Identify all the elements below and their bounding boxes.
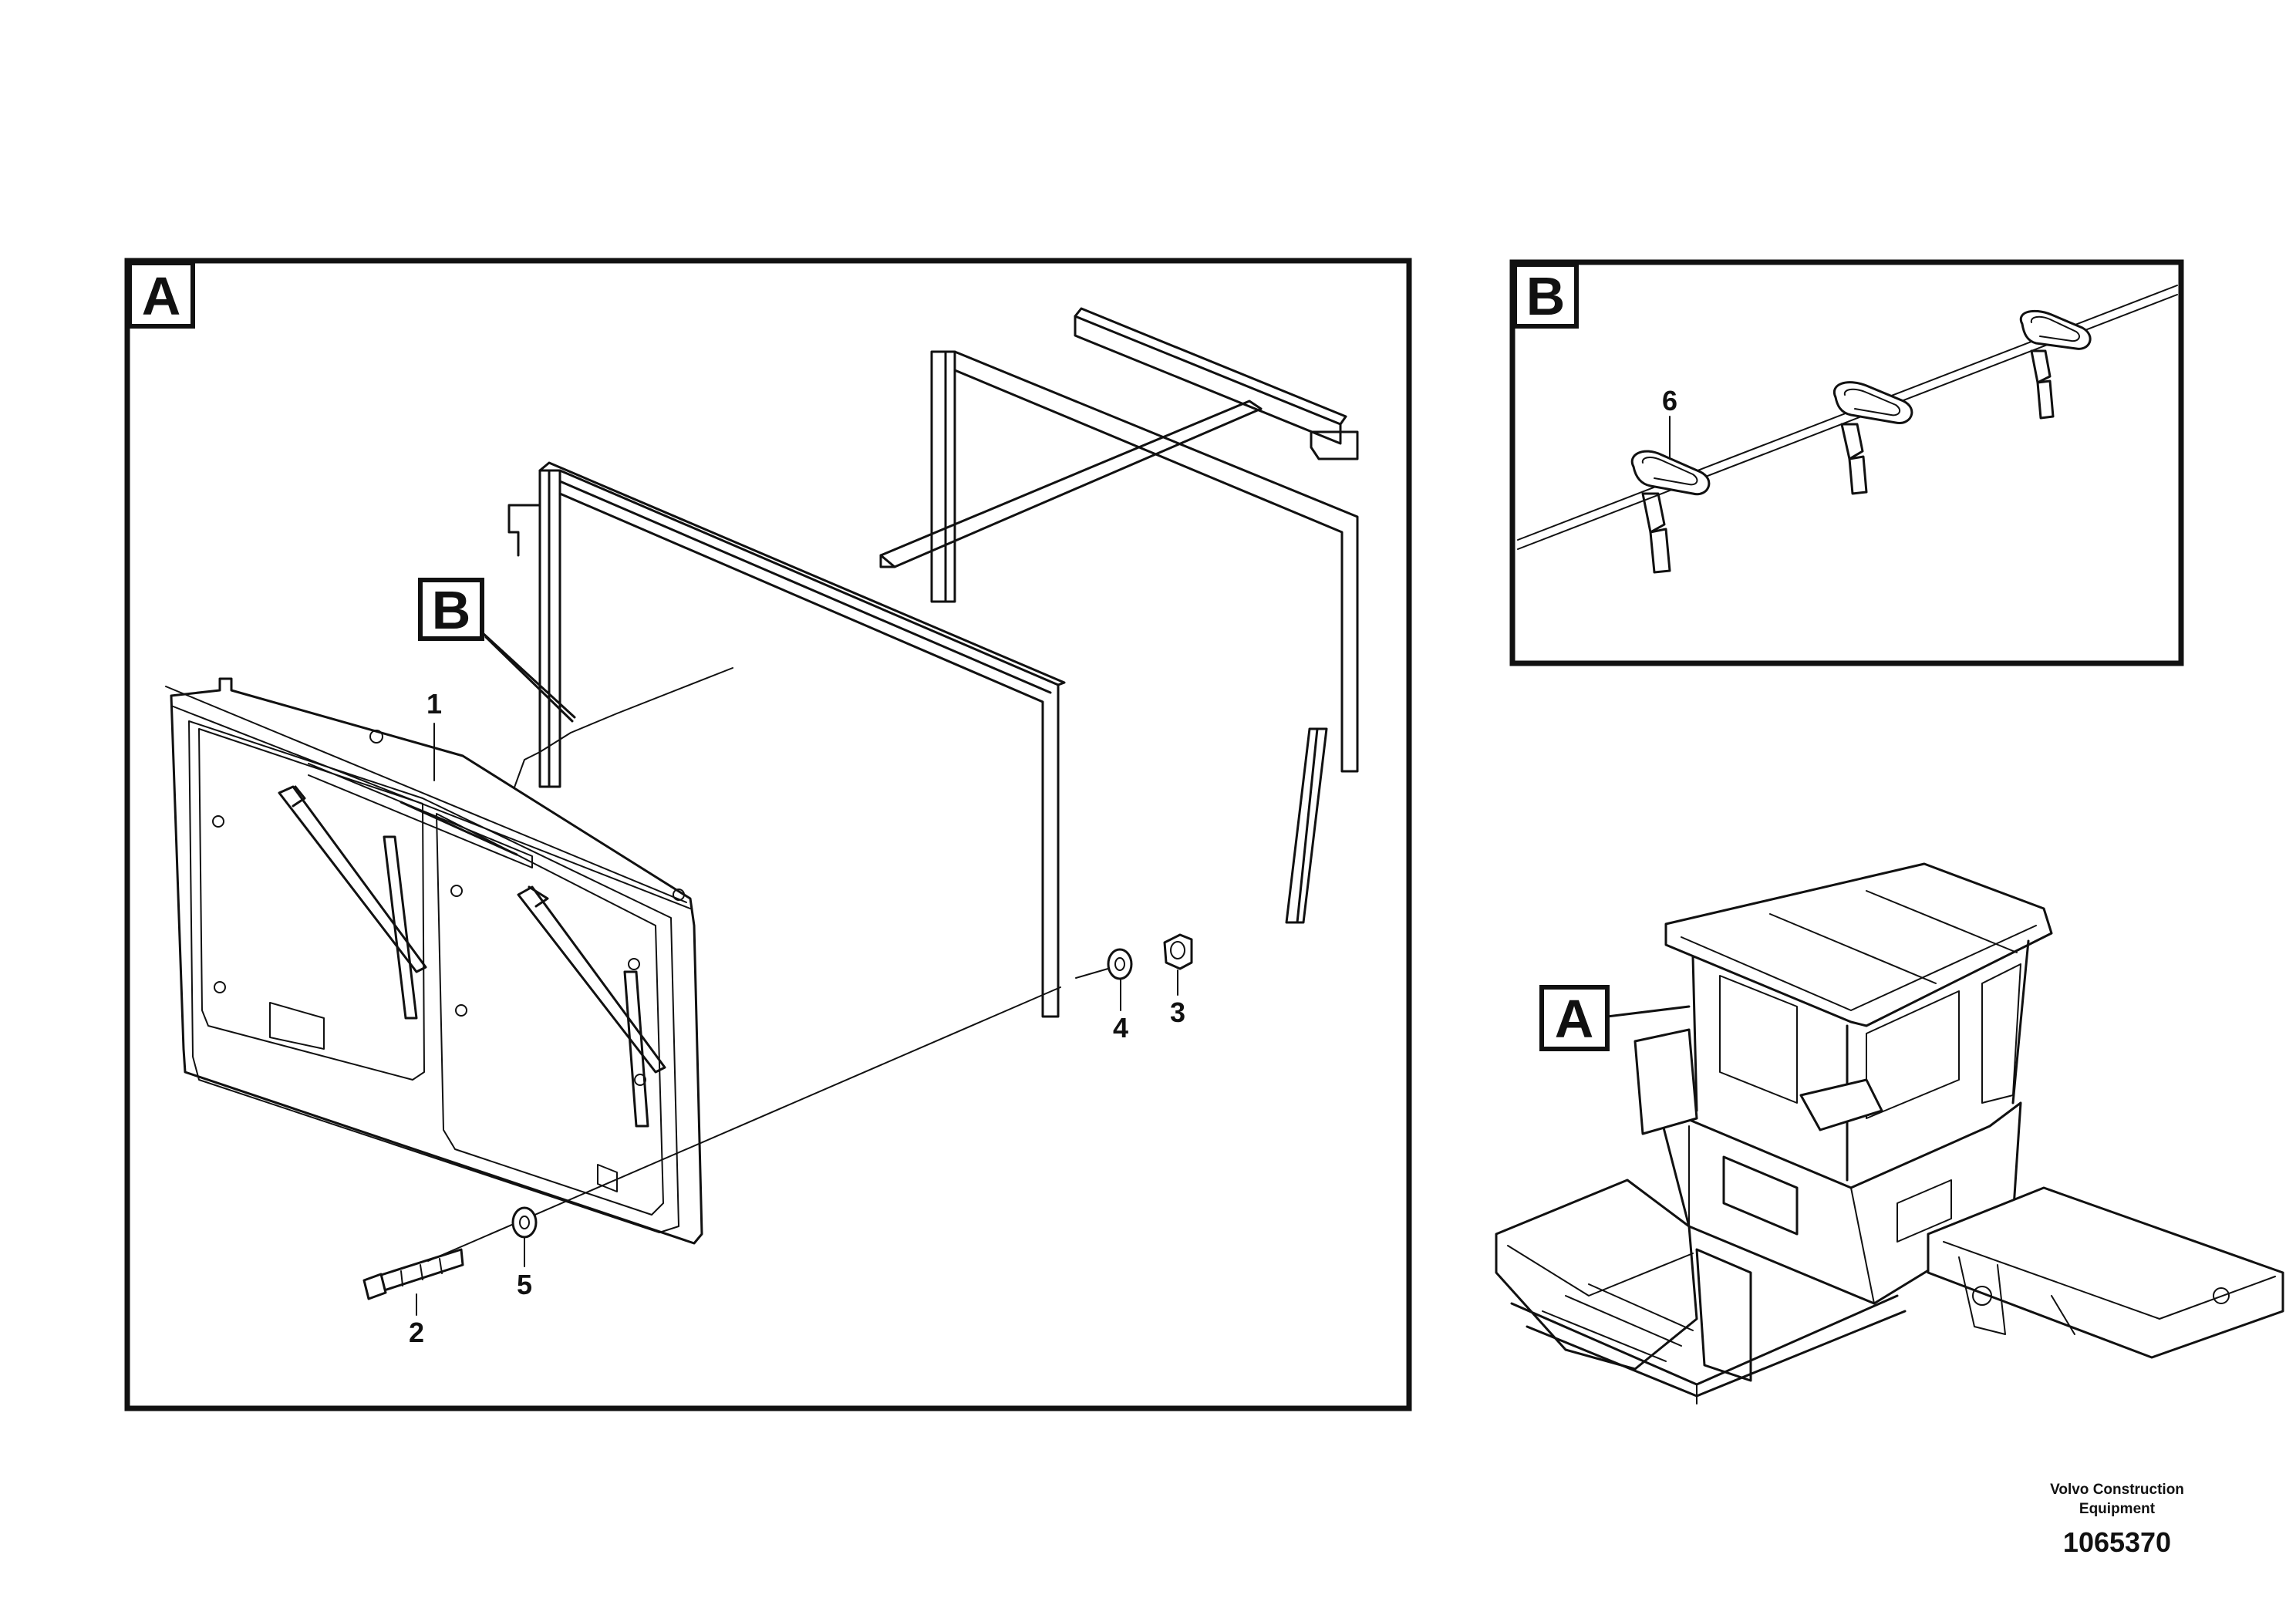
callout-5: 5 [517, 1269, 532, 1300]
title-block: Volvo Construction Equipment 1065370 [2050, 1482, 2184, 1558]
view-a-panel: A B [124, 258, 1412, 1411]
view-a-callout-label: A [1555, 989, 1594, 1049]
mounting-axis-line-2 [1075, 967, 1111, 979]
callout-6: 6 [1662, 385, 1677, 416]
cable-clip-2 [1832, 381, 1913, 495]
vent-grille [1896, 1179, 1952, 1243]
left-wiper [278, 785, 427, 1020]
front-window-assembly [165, 677, 703, 1245]
drawing-number: 1065370 [2063, 1526, 2171, 1558]
paver-overview: A [1495, 862, 2284, 1404]
callout-3: 3 [1170, 996, 1185, 1028]
wiper-motor-bar [400, 801, 518, 856]
view-a-leader [1606, 1005, 1691, 1018]
detail-b-leader-2 [484, 636, 574, 723]
washer-4 [1107, 948, 1133, 980]
maker-line-1: Volvo Construction [2050, 1482, 2184, 1498]
cab-roof [1664, 862, 2053, 1027]
maker-line-2: Equipment [2079, 1501, 2156, 1517]
washer-5 [511, 1206, 538, 1239]
detail-b-leader [480, 631, 576, 719]
view-a-label: A [142, 266, 181, 326]
callout-1: 1 [426, 688, 442, 720]
view-b-panel: B 6 [1509, 259, 2184, 666]
callout-4: 4 [1113, 1012, 1128, 1044]
rear-cab-frame [879, 307, 1359, 924]
cable-clip-3 [2019, 309, 2092, 420]
view-a-frame [124, 258, 1412, 1411]
view-a-callout-box [1539, 985, 1610, 1051]
view-b-frame [1509, 259, 2184, 666]
screed [1927, 1186, 2284, 1359]
view-b-label-box [1512, 262, 1579, 329]
middle-cab-frame [507, 461, 1066, 1018]
wiper-wire-harness [508, 667, 733, 803]
bolt [362, 1248, 464, 1300]
hopper [1495, 1179, 1698, 1371]
callout-2: 2 [409, 1317, 424, 1348]
nut-3 [1163, 933, 1193, 970]
detail-b-callout-box [418, 578, 484, 641]
cable-clip-1 [1630, 450, 1711, 574]
detail-b-callout-label: B [432, 580, 471, 640]
view-b-label: B [1526, 266, 1566, 326]
view-a-label-box [127, 261, 195, 329]
right-wiper [517, 885, 666, 1128]
